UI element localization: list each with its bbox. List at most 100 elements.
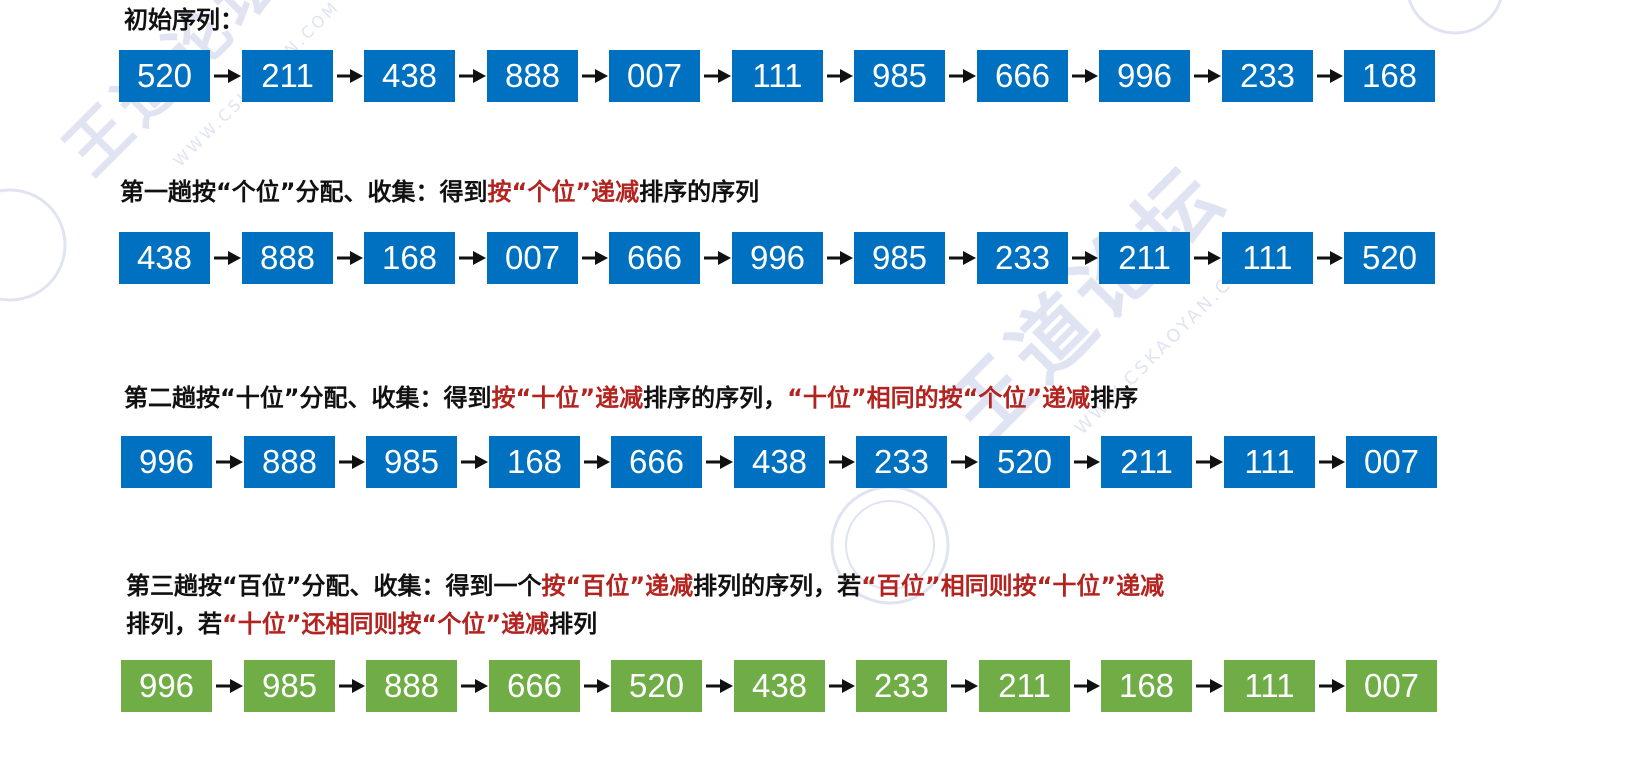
- sequence-node: 996: [732, 232, 823, 284]
- arrow-right-icon: [1194, 69, 1221, 83]
- step-3-caption-line-0: 第三趟按“百位”分配、收集：得到一个按“百位”递减排列的序列，若“百位”相同则按…: [126, 566, 1164, 606]
- arrow-right-icon: [1074, 455, 1100, 469]
- sequence-node: 996: [121, 660, 212, 712]
- sequence-node: 666: [611, 436, 702, 488]
- arrow-right-icon: [584, 455, 610, 469]
- arrow-right-icon: [582, 251, 608, 265]
- sequence-node: 666: [977, 50, 1068, 102]
- arrow-right-icon: [1074, 679, 1100, 693]
- caption-text: 排列的序列，若: [693, 572, 862, 600]
- caption-text: 初始序列：: [124, 6, 244, 34]
- arrow-right-icon: [1196, 455, 1223, 469]
- arrow-right-icon: [461, 455, 488, 469]
- arrow-right-icon: [706, 455, 733, 469]
- sequence-node: 211: [242, 50, 333, 102]
- highlight-text: 按“百位”递减: [541, 572, 694, 600]
- arrow-right-icon: [1072, 251, 1098, 265]
- arrow-right-icon: [214, 251, 241, 265]
- highlight-text: 按“十位”递减: [491, 384, 644, 412]
- watermark-seal-top-right: [1407, 0, 1503, 35]
- arrow-right-icon: [214, 69, 241, 83]
- sequence-node: 233: [977, 232, 1068, 284]
- arrow-right-icon: [337, 69, 363, 83]
- caption-text: 排序的序列，: [643, 384, 788, 412]
- sequence-node: 985: [244, 660, 335, 712]
- sequence-node: 985: [854, 232, 945, 284]
- highlight-text: 按“个位”递减: [487, 178, 640, 206]
- arrow-right-icon: [949, 69, 976, 83]
- sequence-node: 888: [242, 232, 333, 284]
- caption-text: 第二趟按“十位”分配、收集：得到: [124, 384, 492, 412]
- arrow-right-icon: [949, 251, 976, 265]
- arrow-right-icon: [582, 69, 608, 83]
- sequence-node: 211: [979, 660, 1070, 712]
- sequence-node: 888: [487, 50, 578, 102]
- sequence-node: 168: [489, 436, 580, 488]
- arrow-right-icon: [1072, 69, 1098, 83]
- highlight-text: “百位”相同则按“十位”递减: [861, 572, 1165, 600]
- caption-text: 第三趟按“百位”分配、收集：得到一个: [126, 572, 542, 600]
- arrow-right-icon: [461, 679, 488, 693]
- step-0-caption-line-0: 初始序列：: [124, 0, 244, 40]
- sequence-node: 168: [364, 232, 455, 284]
- arrow-right-icon: [704, 251, 731, 265]
- sequence-node: 438: [364, 50, 455, 102]
- arrow-right-icon: [1317, 251, 1343, 265]
- watermark-seal-left: [0, 188, 67, 302]
- sequence-node: 211: [1101, 436, 1192, 488]
- arrow-right-icon: [706, 679, 733, 693]
- arrow-right-icon: [951, 679, 978, 693]
- arrow-right-icon: [216, 455, 243, 469]
- arrow-right-icon: [216, 679, 243, 693]
- caption-text: 排序: [1090, 384, 1139, 412]
- arrow-right-icon: [829, 455, 855, 469]
- sequence-node: 888: [244, 436, 335, 488]
- arrow-right-icon: [584, 679, 610, 693]
- sequence-node: 111: [1224, 436, 1315, 488]
- sequence-node: 007: [609, 50, 700, 102]
- arrow-right-icon: [459, 251, 486, 265]
- sequence-node: 985: [366, 436, 457, 488]
- arrow-right-icon: [1317, 69, 1343, 83]
- sequence-node: 211: [1099, 232, 1190, 284]
- caption-text: 排列: [549, 610, 598, 638]
- sequence-node: 985: [854, 50, 945, 102]
- arrow-right-icon: [1319, 679, 1345, 693]
- sequence-node: 438: [734, 660, 825, 712]
- sequence-node: 438: [734, 436, 825, 488]
- sequence-node: 520: [611, 660, 702, 712]
- arrow-right-icon: [704, 69, 731, 83]
- sequence-node: 111: [1222, 232, 1313, 284]
- watermark-center: 王道论坛 WWW.CSKAOYAN.COM: [830, 147, 1262, 605]
- step-1-caption-line-0: 第一趟按“个位”分配、收集：得到按“个位”递减排序的序列: [120, 172, 759, 212]
- arrow-right-icon: [1194, 251, 1221, 265]
- sequence-node: 007: [1346, 660, 1437, 712]
- caption-text: 排列，若: [126, 610, 222, 638]
- arrow-right-icon: [339, 455, 365, 469]
- highlight-text: “十位”还相同则按“个位”递减: [222, 610, 550, 638]
- arrow-right-icon: [827, 251, 853, 265]
- sequence-node: 666: [489, 660, 580, 712]
- sequence-node: 438: [119, 232, 210, 284]
- sequence-node: 996: [1099, 50, 1190, 102]
- sequence-node: 996: [121, 436, 212, 488]
- arrow-right-icon: [829, 679, 855, 693]
- sequence-node: 007: [1346, 436, 1437, 488]
- sequence-node: 233: [856, 660, 947, 712]
- arrow-right-icon: [1196, 679, 1223, 693]
- step-2-caption-line-0: 第二趟按“十位”分配、收集：得到按“十位”递减排序的序列，“十位”相同的按“个位…: [124, 378, 1138, 418]
- caption-text: 排序的序列: [639, 178, 760, 206]
- sequence-node: 111: [732, 50, 823, 102]
- sequence-node: 168: [1101, 660, 1192, 712]
- arrow-right-icon: [459, 69, 486, 83]
- caption-text: 第一趟按“个位”分配、收集：得到: [120, 178, 488, 206]
- sequence-node: 233: [1222, 50, 1313, 102]
- sequence-node: 888: [366, 660, 457, 712]
- highlight-text: “十位”相同的按“个位”递减: [787, 384, 1091, 412]
- sequence-node: 520: [119, 50, 210, 102]
- sequence-node: 666: [609, 232, 700, 284]
- sequence-node: 168: [1344, 50, 1435, 102]
- sequence-node: 111: [1224, 660, 1315, 712]
- arrow-right-icon: [1319, 455, 1345, 469]
- step-3-caption-line-1: 排列，若“十位”还相同则按“个位”递减排列: [126, 604, 597, 644]
